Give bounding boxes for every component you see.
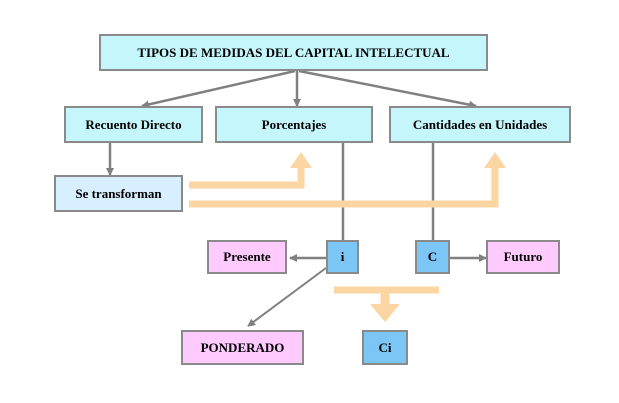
presente-label: Presente: [223, 249, 271, 264]
title-label: TIPOS DE MEDIDAS DEL CAPITAL INTELECTUAL: [137, 44, 450, 60]
se-transforman-box: Se transforman: [54, 175, 183, 212]
porcentajes-label: Porcentajes: [261, 116, 327, 132]
orange-arrow-transforman-to-porcentajes: [189, 152, 312, 189]
presente-box: Presente: [207, 240, 287, 274]
futuro-box: Futuro: [486, 240, 560, 274]
ci-label: Ci: [378, 339, 392, 355]
orange-arrow-to-ci: [334, 286, 439, 322]
i-box: i: [326, 240, 359, 274]
arrow-i-to-ponderado: [247, 267, 327, 327]
ci-box: Ci: [362, 330, 408, 365]
se-transforman-label: Se transforman: [75, 185, 162, 201]
cantidades-box: Cantidades en Unidades: [389, 106, 571, 143]
i-label: i: [340, 249, 345, 264]
c-label: C: [427, 249, 438, 264]
ponderado-label: PONDERADO: [200, 339, 285, 355]
arrow-title-to-cantidades: [298, 69, 477, 109]
orange-arrow-transforman-to-cantidades: [189, 152, 506, 208]
porcentajes-box: Porcentajes: [215, 106, 373, 143]
futuro-label: Futuro: [503, 249, 543, 264]
recuento-directo-label: Recuento Directo: [85, 116, 182, 132]
arrow-title-to-recuento: [141, 69, 296, 109]
c-box: C: [415, 240, 450, 274]
cantidades-label: Cantidades en Unidades: [412, 116, 548, 132]
recuento-directo-box: Recuento Directo: [64, 106, 203, 143]
title-box: TIPOS DE MEDIDAS DEL CAPITAL INTELECTUAL: [99, 34, 488, 71]
ponderado-box: PONDERADO: [181, 330, 304, 365]
